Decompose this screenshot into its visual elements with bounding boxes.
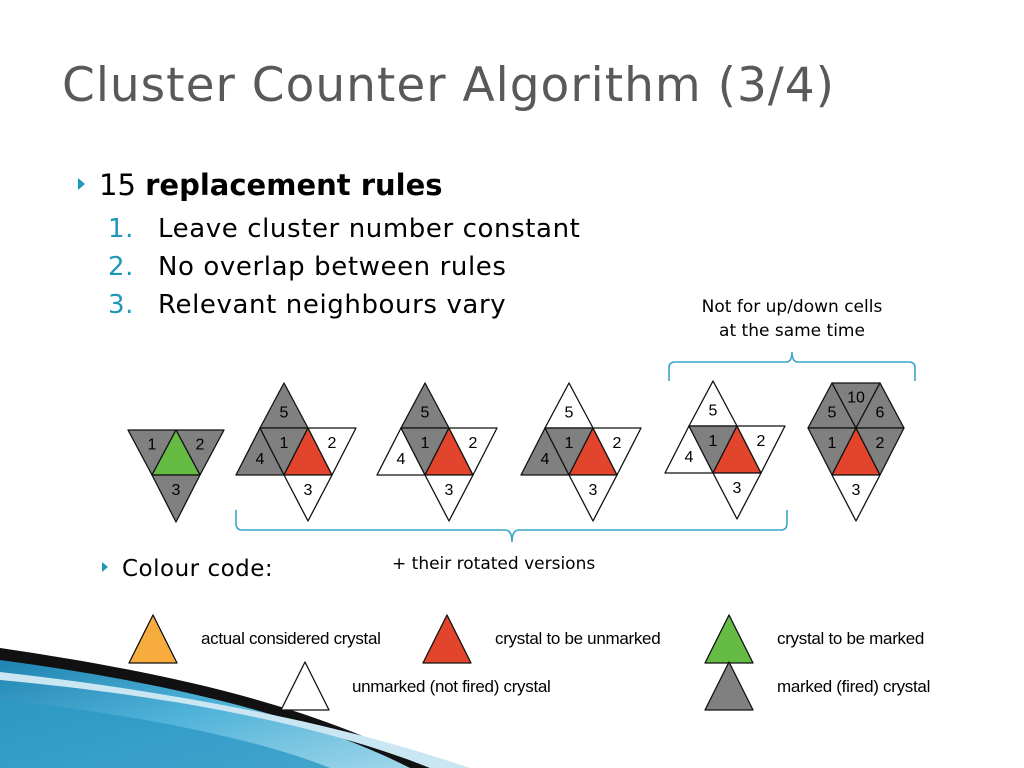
cell-3 [712,472,762,520]
rule-shape-1: 1 2 3 [127,429,225,523]
cell-label: 10 [847,390,865,407]
colour-code-label: Colour code: [122,556,274,582]
cell-label: 5 [421,405,430,422]
cell-label: 1 [148,437,157,454]
rule-shape-4: 5 41 2 3 [520,382,642,522]
top-note-line2: at the same time [719,321,865,341]
list-text: Relevant neighbours vary [158,290,507,320]
legend-unmarked-label: unmarked (not fired) crystal [352,677,551,696]
page-title: Cluster Counter Algorithm (3/4) [62,58,835,113]
cell-label: 1 [709,433,718,450]
list-text: Leave cluster number constant [158,214,581,244]
legend-mark-icon [704,614,754,664]
cell-2 [448,427,498,476]
cell-label: 1 [280,435,289,452]
legend-marked-icon [704,661,754,711]
cell-label: 3 [589,482,598,499]
rule-heading: replacement rules [145,168,443,202]
cell-2 [592,427,642,476]
top-note: Not for up/down cells at the same time [672,295,912,343]
list-item: 3. Relevant neighbours vary [108,290,506,320]
list-number: 2. [108,252,135,282]
top-brace [668,351,916,381]
cell-label: 2 [196,437,205,454]
cell-label: 1 [828,435,837,452]
cell-label: 2 [757,433,766,450]
cell-2 [855,427,905,476]
cell-label: 4 [256,451,265,468]
colour-legend-shapes [128,614,754,711]
list-item: 1. Leave cluster number constant [108,214,580,244]
main-bullet: 15 replacement rules [78,168,443,202]
rule-count: 15 [99,168,136,202]
cell-label: 4 [541,451,550,468]
bullet-arrow-icon [78,178,85,190]
cell-label: 3 [733,480,742,497]
cell-label: 6 [876,405,885,422]
cell-label: 1 [565,435,574,452]
list-number: 3. [108,290,135,320]
legend-unmark-label: crystal to be unmarked [495,629,661,648]
cell-3 [151,474,201,523]
cell-label: 1 [421,435,430,452]
legend-mark-label: crystal to be marked [777,629,925,648]
rule-shape-5: 5 41 2 3 [664,380,786,520]
top-note-line1: Not for up/down cells [701,297,883,317]
cell-2 [736,425,786,474]
cell-3 [283,474,333,522]
list-text: No overlap between rules [158,252,507,282]
cell-label: 2 [469,435,478,452]
bottom-brace [235,510,788,543]
cell-3 [424,474,474,522]
legend-marked-label: marked (fired) crystal [777,677,931,696]
bottom-note: + their rotated versions [392,554,596,574]
list-item: 2. No overlap between rules [108,252,507,282]
cell-label: 5 [709,403,718,420]
rule-shape-2: 5 41 2 3 [235,382,357,522]
cell-3 [568,474,618,522]
cell-label: 4 [685,449,694,466]
list-number: 1. [108,214,135,244]
cell-label: 4 [397,451,406,468]
bullet-arrow-icon [102,561,108,572]
cell-label: 2 [876,435,885,452]
legend-actual-icon [128,614,178,664]
cell-label: 5 [828,405,837,422]
cell-label: 3 [304,482,313,499]
cell-label: 3 [172,482,181,499]
legend-unmarked-icon [280,661,330,711]
rule-shape-3: 5 41 2 3 [376,382,498,522]
cell-label: 3 [852,482,861,499]
cell-2 [307,427,357,476]
cell-label: 5 [280,405,289,422]
background-swoosh [0,648,470,768]
colour-code-bullet: Colour code: [102,556,273,582]
cell-label: 2 [613,435,622,452]
cell-label: 2 [328,435,337,452]
rule-shape-6: 5 10 6 1 2 3 [807,382,905,522]
legend-unmark-icon [422,614,472,664]
cell-3 [831,474,881,522]
legend-actual-label: actual considered crystal [201,629,381,648]
cell-label: 3 [445,482,454,499]
cell-label: 5 [565,405,574,422]
